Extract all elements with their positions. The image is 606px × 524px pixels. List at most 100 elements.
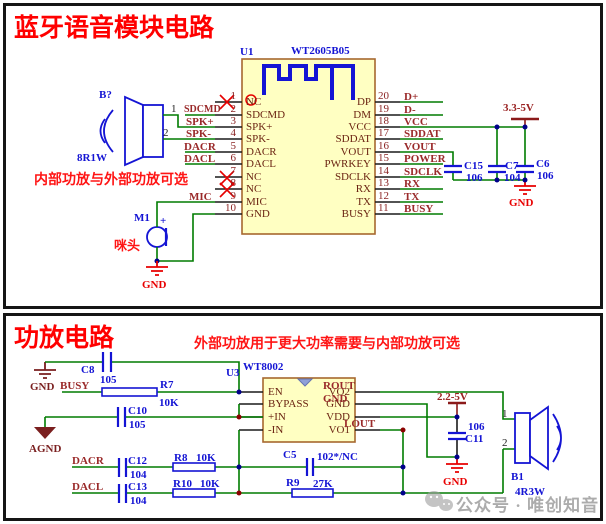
u1-pin-num: 4 [230,127,237,139]
net-label-power: POWER [404,153,446,165]
c8-en-wires [45,361,240,392]
u1-pin-name: DACL [246,158,276,170]
u1-pin-num: 15 [378,152,389,164]
net-label-vout: VOUT [404,141,436,153]
u1-pin-name: BUSY [341,208,371,220]
c10-ref: C10 [128,405,147,417]
u1-pin-num: 1 [230,90,237,102]
c11-plates [448,431,466,441]
r9-value: 27K [313,478,333,490]
u1-pin-name: MIC [246,196,267,208]
r8-ref: R8 [174,452,188,464]
c12-c5-plates [117,458,315,477]
gnd-mic-icon [146,261,168,276]
speaker-b-pin2: 2 [163,127,169,139]
right-net-stubs [400,101,443,215]
u1-ref: U1 [240,46,254,58]
gnd-right-label: GND [509,197,534,209]
gnd-mic-label: GND [142,279,167,291]
c11-ref: C11 [465,433,484,445]
u1-pin-num: 6 [230,152,237,164]
c5-ref: C5 [283,449,297,461]
net-label-sddat: SDDAT [404,128,441,140]
speaker-b-pin1: 1 [171,103,177,115]
gnd-c11-icon [446,457,468,473]
r8-value: 10K [196,452,216,464]
u1-pin-name: SDCLK [334,171,371,183]
u1-pin-name: VOUT [340,146,371,158]
net-label-dp: D+ [404,91,419,103]
u1-pin-num: 10 [225,202,236,214]
u3-pin-name: BYPASS [268,398,309,410]
c7-value: 104 [504,172,521,184]
net-label-sdclk: SDCLK [404,166,442,178]
u1-pin-num: 2 [230,103,237,115]
speaker-b-ref: B? [99,89,112,101]
u1-pin-num: 18 [378,115,389,127]
u1-pin-name: TX [356,196,371,208]
antenna-icon [262,64,355,100]
r7-body [101,387,158,397]
u1-pin-name: NC [246,171,262,183]
u1-pin-name: VCC [348,121,371,133]
c13-plates [117,484,128,503]
u1-pin-num: 17 [378,127,389,139]
u3-pin-name: -IN [268,424,284,436]
bottom-junction-dots-red [236,414,406,496]
r9-body [291,488,334,498]
vcc-decoupling-wires [400,126,526,181]
net-label-vcc: VCC [404,116,428,128]
speaker-b1-pin2: 2 [502,437,508,449]
bottom-annotation: 外部功放用于更大功率需要与内部功放可选 [194,337,460,352]
u1-pin-num: 16 [378,140,389,152]
u1-pin-num: 9 [230,190,237,202]
r10-value: 10K [200,478,220,490]
r9-ref: R9 [286,477,300,489]
u1-pin-name: DP [356,96,371,108]
u1-pin-num: 5 [230,140,237,152]
speaker-wires [163,114,215,140]
dacl-row-wires [72,448,515,494]
c12-ref: C12 [128,455,147,467]
speaker-b1-icon [514,405,562,471]
bottom-section-title: 功放电路 [14,325,115,352]
net-label-rout: ROUT [323,380,355,392]
u1-pin-num: 12 [378,190,389,202]
u1-pin-num: 20 [378,90,389,102]
net-label-dacl: DACL [184,153,216,165]
c6-ref: C6 [536,158,550,170]
speaker-b1-ref: B1 [511,471,524,483]
c10-in-wires [44,404,263,427]
c7-ref: C7 [505,160,519,172]
u1-pin-num: 3 [230,115,237,127]
c13-ref: C13 [128,481,147,493]
u3-pin-name: VDD [326,411,350,423]
u3-pin-name: +IN [268,411,286,423]
microphone-icon [146,226,168,248]
net-label-dacr: DACR [184,141,216,153]
u1-pin-name: SDCMD [246,109,286,121]
u1-pin-name: SPK- [246,133,270,145]
r7-ref: R7 [160,379,174,391]
u3-pin-name: VO2 [328,386,350,398]
pin1-marker-icon [245,94,257,106]
speaker-b-icon [99,95,164,167]
r8-body [172,462,216,472]
c8-plates [101,352,113,372]
gnd-left-label: GND [30,381,55,393]
rout-wire [380,391,515,420]
u1-pin-num: 13 [378,177,389,189]
cap-plates-top [444,164,534,174]
c13-value: 104 [130,495,147,507]
u1-pin-name: NC [246,96,262,108]
c8-ref: C8 [81,364,95,376]
net-label-tx: TX [404,191,420,203]
u1-pin-num: 19 [378,103,389,115]
c8-value: 105 [100,374,117,386]
u1-pin-num: 11 [378,202,389,214]
net-label-lout: LOUT [344,418,376,430]
lout-wires [380,429,404,493]
c6-value: 106 [537,170,554,182]
agnd-label: AGND [29,443,62,455]
